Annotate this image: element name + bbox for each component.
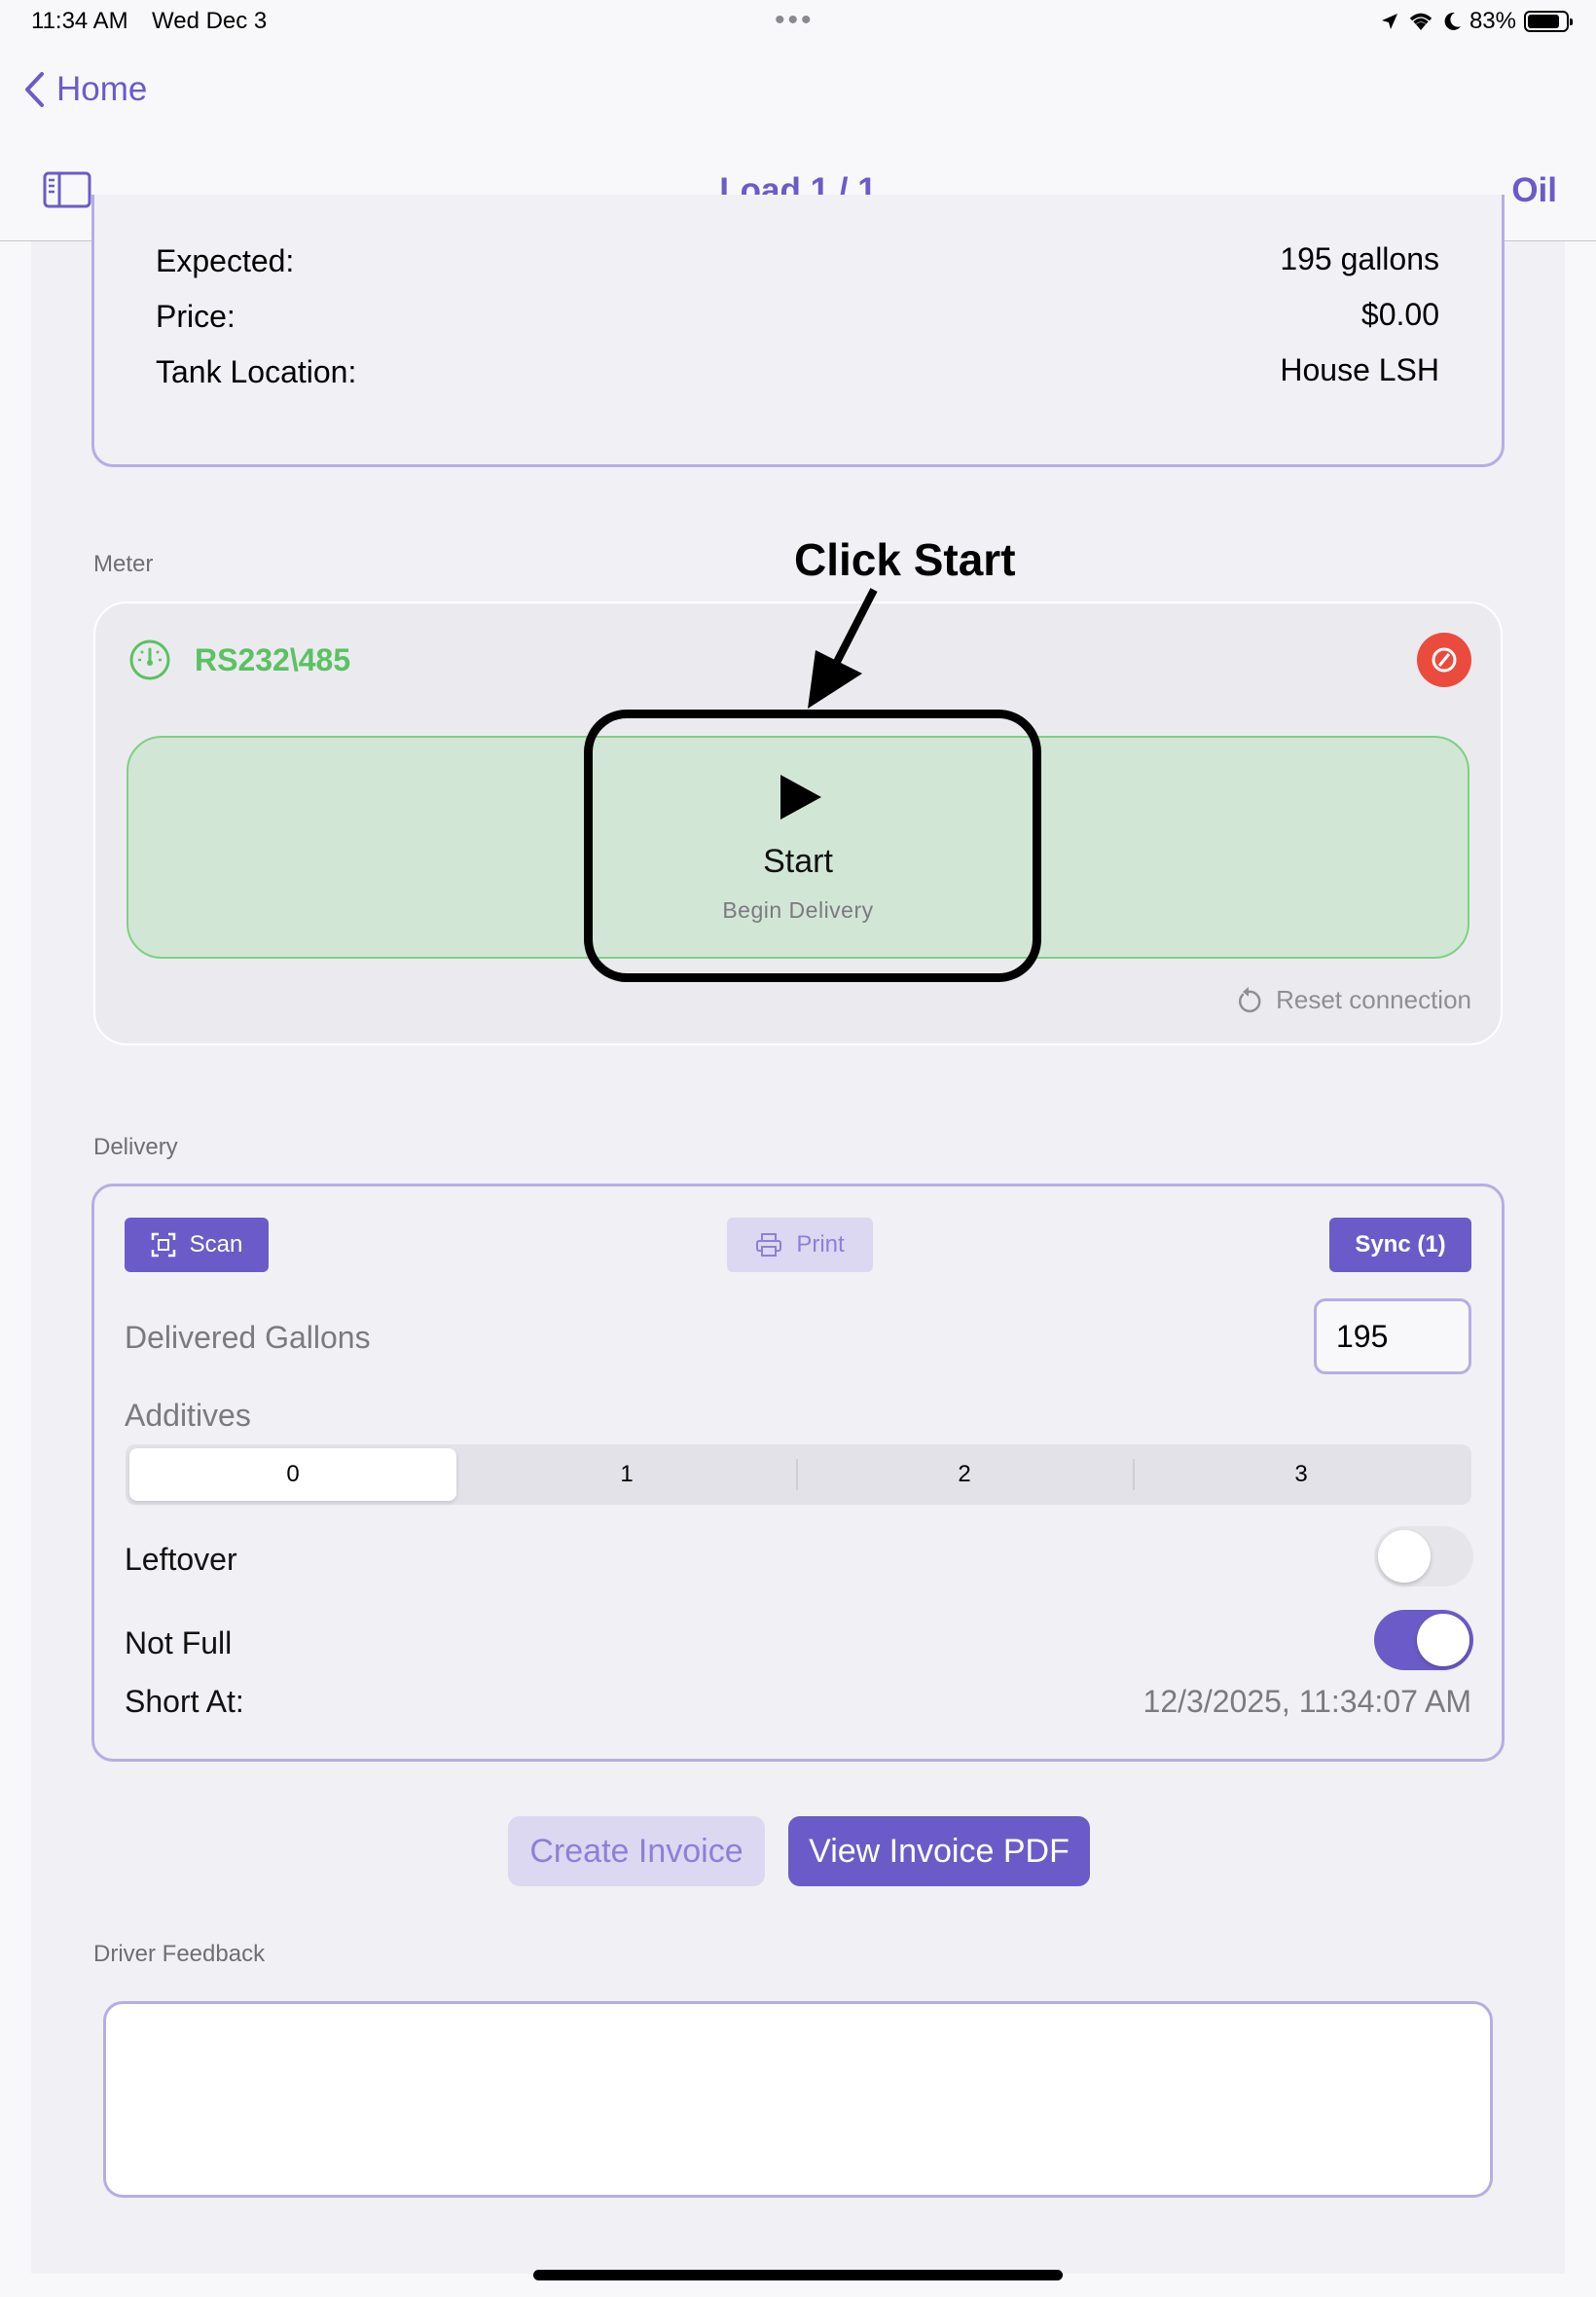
delivered-gallons-label: Delivered Gallons (125, 1320, 371, 1355)
additives-label: Additives (125, 1398, 251, 1433)
printer-icon (756, 1233, 782, 1257)
driver-feedback-label: Driver Feedback (93, 1941, 266, 1967)
view-invoice-pdf-button[interactable]: View Invoice PDF (788, 1816, 1090, 1886)
segment-divider (1133, 1459, 1135, 1490)
prohibited-icon (1432, 647, 1457, 673)
start-delivery-button[interactable] (127, 736, 1469, 959)
scan-icon (151, 1232, 175, 1258)
additives-option[interactable]: 3 (1294, 1461, 1308, 1487)
battery-fill (1528, 15, 1559, 28)
disconnect-button[interactable] (1417, 633, 1471, 687)
annotation-arrow-icon (808, 588, 878, 709)
annotation-box (584, 710, 1041, 982)
gauge-icon (129, 639, 170, 680)
scan-button[interactable]: Scan (125, 1218, 269, 1272)
scan-label: Scan (189, 1231, 243, 1258)
home-indicator (533, 2270, 1063, 2280)
additives-option[interactable]: 1 (620, 1461, 634, 1487)
status-date: Wed Dec 3 (152, 8, 268, 34)
segment-divider (796, 1459, 798, 1490)
toggle-knob (1378, 1530, 1431, 1583)
back-button[interactable]: Home (23, 70, 147, 109)
print-button[interactable]: Print (727, 1218, 873, 1272)
reset-icon (1239, 986, 1261, 1012)
delivery-section-label: Delivery (93, 1134, 178, 1160)
battery-percent: 83% (1469, 8, 1516, 34)
tank-location-value: House LSH (1280, 352, 1439, 387)
annotation-text: Click Start (794, 534, 1016, 585)
battery-icon (1524, 11, 1573, 32)
not-full-label: Not Full (125, 1625, 233, 1660)
moon-icon (1444, 12, 1461, 30)
additives-option[interactable]: 2 (958, 1461, 971, 1487)
print-label: Print (796, 1231, 845, 1258)
sync-button[interactable]: Sync (1) (1329, 1218, 1471, 1272)
toggle-knob (1417, 1614, 1469, 1666)
product-button[interactable]: Oil (1511, 171, 1557, 209)
short-at-label: Short At: (125, 1684, 244, 1719)
meter-section-label: Meter (93, 551, 154, 577)
order-summary-card (91, 195, 1505, 467)
not-full-toggle[interactable] (1374, 1610, 1473, 1670)
leftover-label: Leftover (125, 1542, 237, 1577)
start-sublabel: Begin Delivery (722, 897, 874, 923)
additives-option[interactable]: 0 (129, 1448, 456, 1501)
create-invoice-button[interactable]: Create Invoice (508, 1816, 765, 1886)
status-indicators: 83% (1380, 8, 1573, 35)
chevron-left-icon (25, 72, 44, 107)
sidebar-toggle-icon[interactable] (43, 171, 91, 208)
delivered-gallons-input[interactable]: 195 (1314, 1298, 1471, 1374)
status-time: 11:34 AM (31, 8, 128, 34)
multitasking-dots-icon[interactable]: ••• (775, 4, 815, 36)
expected-value: 195 gallons (1280, 241, 1439, 276)
meter-name: RS232\485 (195, 642, 351, 677)
start-label: Start (763, 843, 833, 880)
price-label: Price: (156, 299, 236, 334)
back-label: Home (56, 70, 148, 108)
leftover-toggle[interactable] (1374, 1526, 1473, 1586)
short-at-value: 12/3/2025, 11:34:07 AM (1143, 1684, 1471, 1719)
additives-segmented-control: 0 1 2 3 (126, 1444, 1471, 1505)
tank-location-label: Tank Location: (156, 354, 357, 389)
wifi-icon (1409, 13, 1433, 30)
play-icon (780, 775, 821, 820)
reset-connection-button[interactable]: Reset connection (1235, 985, 1471, 1015)
driver-feedback-textarea[interactable] (103, 2001, 1493, 2198)
reset-label: Reset connection (1276, 985, 1471, 1014)
expected-label: Expected: (156, 243, 295, 278)
location-icon (1381, 14, 1397, 29)
price-value: $0.00 (1360, 297, 1439, 332)
